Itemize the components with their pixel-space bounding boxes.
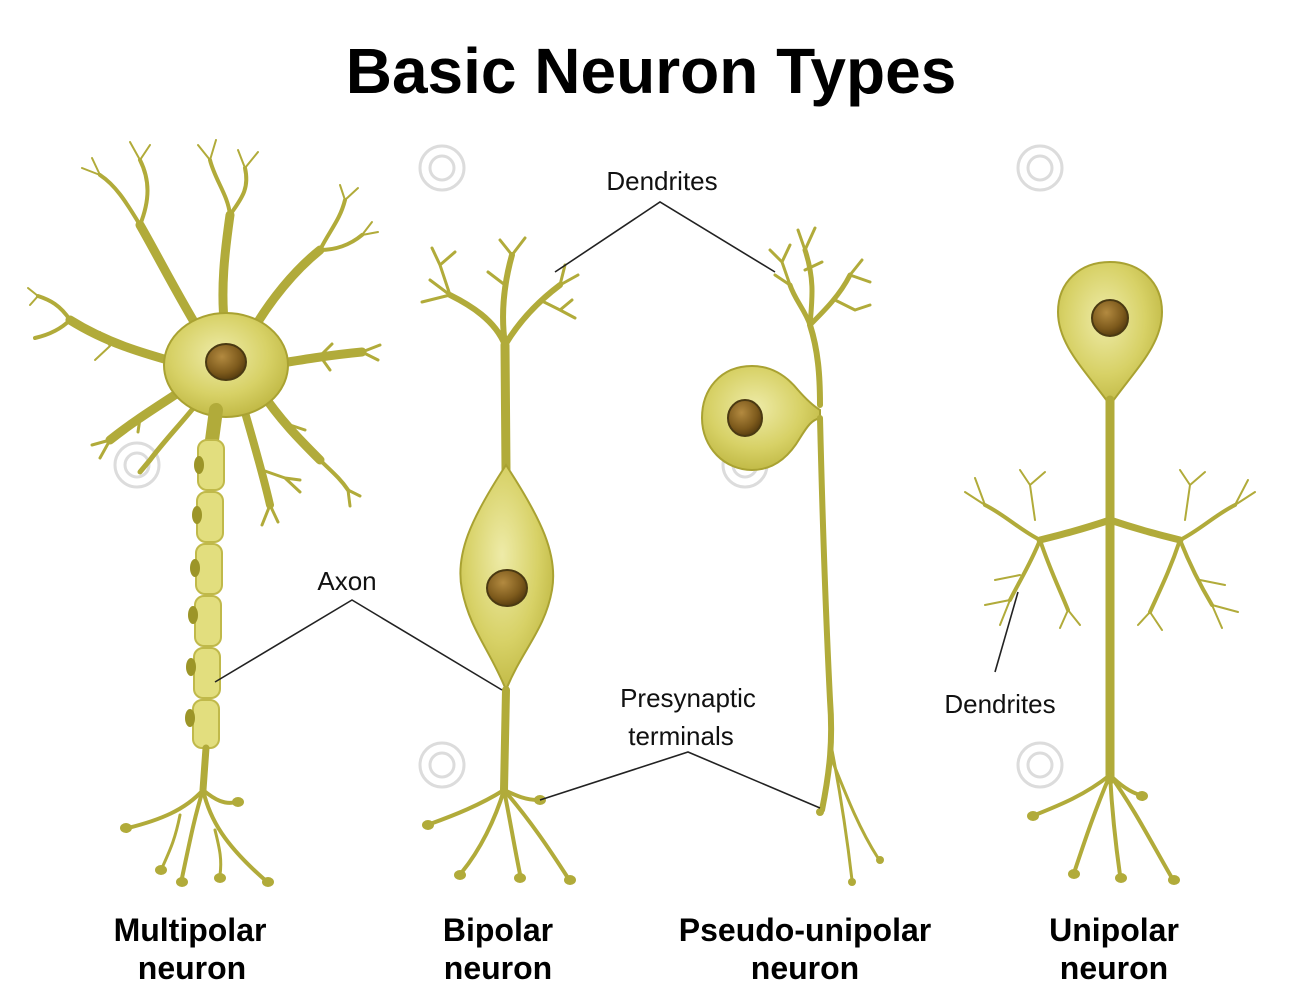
diagram-title: Basic Neuron Types bbox=[346, 35, 957, 107]
bipolar-axon-terminals bbox=[422, 788, 576, 885]
pseudo-unipolar-caption-line1: Pseudo-unipolar bbox=[679, 912, 931, 948]
unipolar-neuron bbox=[964, 260, 1256, 885]
multipolar-caption-line1: Multipolar bbox=[114, 912, 267, 948]
multipolar-caption-line2: neuron bbox=[138, 950, 246, 986]
bipolar-neuron bbox=[420, 236, 580, 885]
bipolar-nucleus bbox=[486, 569, 528, 607]
bipolar-caption-line1: Bipolar bbox=[443, 912, 553, 948]
bipolar-axon bbox=[500, 686, 510, 794]
multipolar-axon bbox=[185, 439, 225, 749]
pseudo-unipolar-dendrites bbox=[768, 226, 872, 328]
pseudo-unipolar-neuron bbox=[700, 226, 884, 886]
pseudo-unipolar-terminals bbox=[816, 738, 884, 886]
unipolar-axon-terminals bbox=[1027, 773, 1180, 885]
presynaptic-label-line2: terminals bbox=[628, 721, 733, 751]
dendrites-right-leader bbox=[994, 591, 1019, 673]
unipolar-nucleus bbox=[1091, 299, 1129, 337]
presynaptic-leader bbox=[539, 751, 821, 809]
dendrites-top-leader bbox=[554, 201, 776, 273]
leader-lines bbox=[214, 201, 1019, 809]
multipolar-axon-terminals bbox=[120, 744, 274, 887]
unipolar-caption-line2: neuron bbox=[1060, 950, 1168, 986]
dendrites-label-top: Dendrites bbox=[606, 166, 717, 196]
pseudo-unipolar-caption-line2: neuron bbox=[751, 950, 859, 986]
pseudo-unipolar-nucleus bbox=[727, 399, 763, 437]
bipolar-caption-line2: neuron bbox=[444, 950, 552, 986]
dendrites-label-right: Dendrites bbox=[944, 689, 1055, 719]
multipolar-neuron bbox=[27, 139, 382, 887]
pseudo-unipolar-axon bbox=[817, 415, 835, 813]
unipolar-dendrites bbox=[964, 469, 1256, 631]
bipolar-dendrites bbox=[420, 236, 580, 348]
presynaptic-label-line1: Presynaptic bbox=[620, 683, 756, 713]
multipolar-nucleus bbox=[205, 343, 247, 381]
axon-leader bbox=[214, 599, 503, 691]
axon-label: Axon bbox=[317, 566, 376, 596]
unipolar-caption-line1: Unipolar bbox=[1049, 912, 1179, 948]
